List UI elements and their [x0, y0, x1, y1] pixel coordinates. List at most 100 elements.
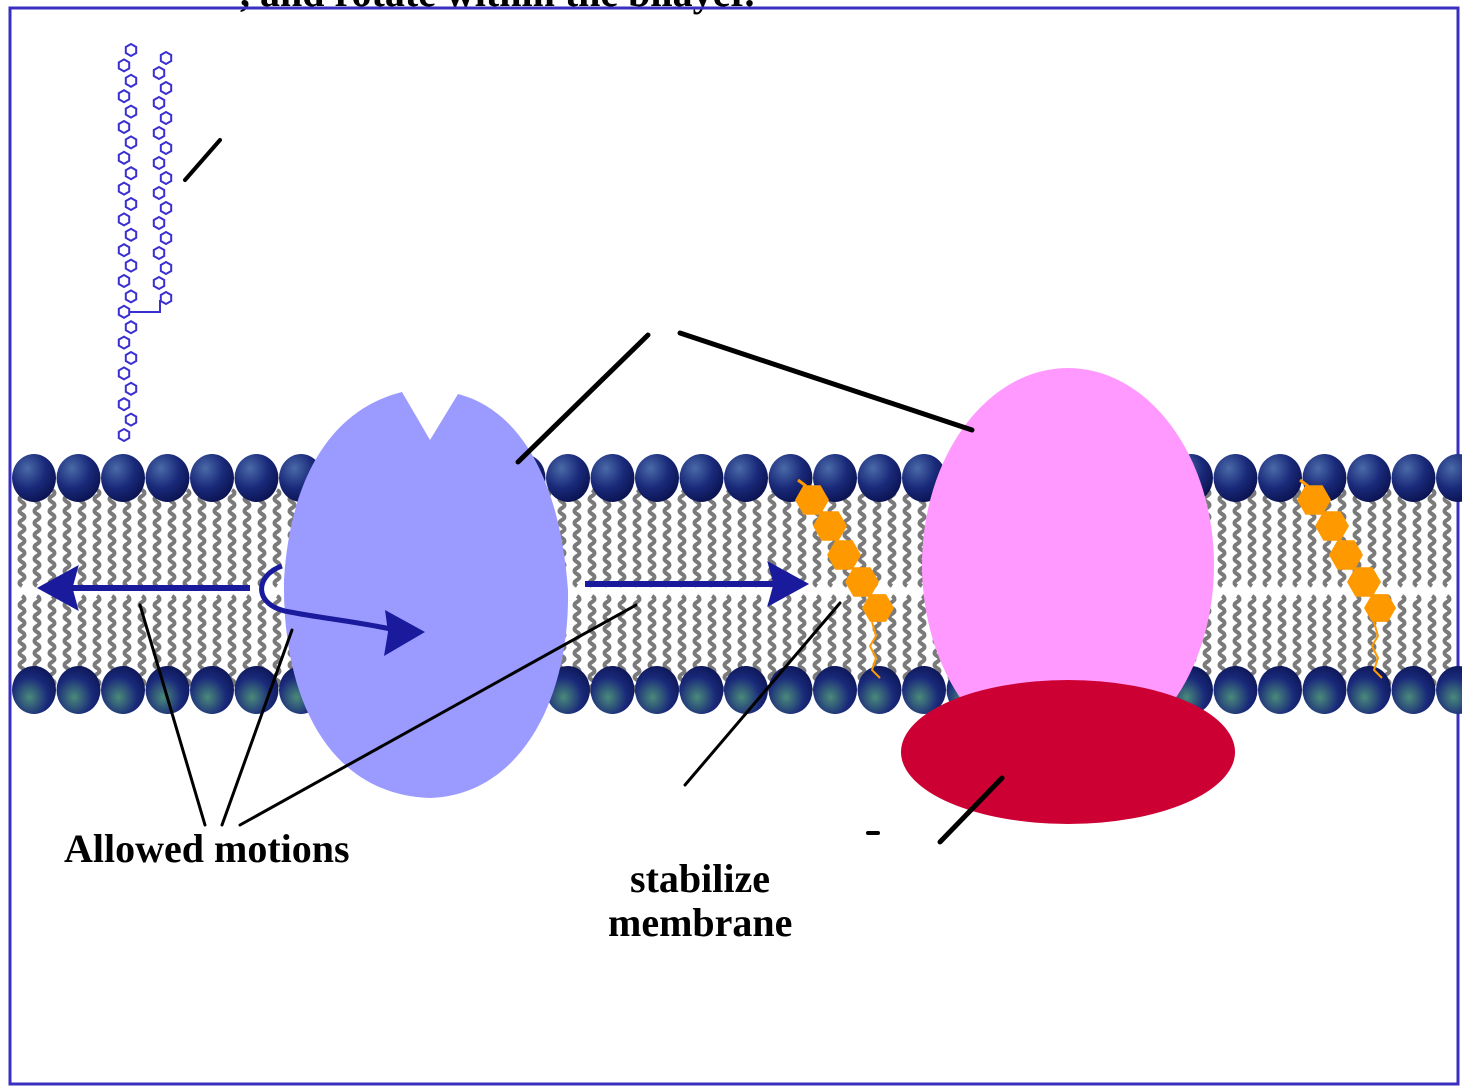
- lipid-tail: [155, 490, 160, 586]
- phospholipid-head: [680, 666, 724, 714]
- sugar-ring: [119, 121, 129, 133]
- phospholipid-head: [591, 666, 635, 714]
- sugar-ring: [119, 367, 129, 379]
- lipid-tail: [635, 490, 640, 586]
- phospholipid-head: [190, 666, 234, 714]
- lipid-tail: [35, 490, 40, 586]
- sugar-ring: [154, 127, 164, 139]
- lipid-tail: [1445, 490, 1450, 586]
- phospholipid-head: [591, 454, 635, 502]
- sugar-ring: [119, 337, 129, 349]
- phospholipid-head: [680, 454, 724, 502]
- sugar-ring: [119, 398, 129, 410]
- phospholipid-head: [146, 666, 190, 714]
- sugar-ring: [161, 202, 171, 214]
- phospholipid-head: [1303, 666, 1347, 714]
- phospholipid-head: [813, 666, 857, 714]
- phospholipid-head: [1214, 666, 1258, 714]
- stabilize-label-line2: membrane: [608, 900, 792, 945]
- phospholipid-head: [546, 454, 590, 502]
- phospholipid-head: [12, 454, 56, 502]
- lipid-tail: [1415, 490, 1420, 586]
- sugar-ring: [119, 244, 129, 256]
- lipid-tail: [590, 490, 595, 586]
- lipid-tail: [620, 490, 625, 586]
- phospholipid-head: [858, 666, 902, 714]
- lipid-tail: [905, 490, 910, 586]
- sterol-ring: [1347, 567, 1381, 596]
- lipid-tail: [170, 490, 175, 586]
- lipid-tail: [725, 490, 730, 586]
- phospholipid-head: [858, 454, 902, 502]
- sugar-ring: [154, 187, 164, 199]
- lipid-tail: [80, 490, 85, 586]
- lipid-tail: [185, 490, 190, 586]
- phospholipid-head: [1258, 454, 1302, 502]
- lipid-tail: [605, 490, 610, 586]
- lipid-tail: [245, 490, 250, 586]
- lipid-tail: [680, 490, 685, 586]
- phospholipid-head: [1258, 666, 1302, 714]
- phospholipid-head: [635, 454, 679, 502]
- sugar-ring: [126, 229, 136, 241]
- lipid-tail: [695, 490, 700, 586]
- carbohydrate-chain-icon: [119, 44, 171, 441]
- lipid-tail: [95, 490, 100, 586]
- phospholipid-head: [724, 454, 768, 502]
- lipid-tail: [50, 490, 55, 586]
- phospholipid-head: [1436, 454, 1462, 502]
- sugar-ring: [126, 414, 136, 426]
- lipid-tail: [845, 490, 850, 586]
- phospholipid-heads-inner: [12, 666, 1462, 714]
- lipid-tail: [140, 490, 145, 586]
- lipid-tail: [890, 490, 895, 586]
- sugar-ring: [119, 429, 129, 441]
- lipid-tail: [875, 490, 880, 586]
- sugar-ring: [154, 277, 164, 289]
- phospholipid-head: [12, 666, 56, 714]
- lipid-tail: [1220, 490, 1225, 586]
- sugar-ring: [119, 213, 129, 225]
- lipid-tail: [650, 490, 655, 586]
- phospholipid-head: [1436, 666, 1462, 714]
- phospholipid-head: [1347, 454, 1391, 502]
- phospholipid-heads-outer: [12, 454, 1462, 502]
- peripheral-protein: [901, 680, 1235, 824]
- sugar-ring: [161, 262, 171, 274]
- sugar-ring: [161, 52, 171, 64]
- lipid-tail: [1265, 490, 1270, 586]
- glycan-link: [130, 300, 160, 312]
- lipid-tail: [1400, 490, 1405, 586]
- sugar-ring: [126, 198, 136, 210]
- sugar-ring: [154, 157, 164, 169]
- sugar-ring: [161, 142, 171, 154]
- phospholipid-head: [146, 454, 190, 502]
- phospholipid-head: [1214, 454, 1258, 502]
- sugar-ring: [119, 90, 129, 102]
- lipid-tail: [260, 490, 265, 586]
- lipid-tail: [1385, 490, 1390, 586]
- sugar-ring: [126, 106, 136, 118]
- phospholipid-head: [1347, 666, 1391, 714]
- phospholipid-head: [1392, 666, 1436, 714]
- phospholipid-head: [724, 666, 768, 714]
- sugar-ring: [161, 232, 171, 244]
- sugar-ring: [126, 136, 136, 148]
- lipid-tail: [1235, 490, 1240, 586]
- sugar-ring: [154, 97, 164, 109]
- phospholipid-head: [235, 454, 279, 502]
- lipid-tail: [215, 490, 220, 586]
- sugar-ring: [161, 112, 171, 124]
- lipid-tail: [1280, 490, 1285, 586]
- lipid-tail: [575, 490, 580, 586]
- lipid-tail: [1295, 490, 1300, 586]
- lipid-tail: [200, 490, 205, 586]
- sugar-ring: [126, 290, 136, 302]
- sugar-ring: [161, 82, 171, 94]
- lipid-tail: [125, 490, 130, 586]
- phospholipid-head: [769, 666, 813, 714]
- lipid-tail: [665, 490, 670, 586]
- sugar-ring: [119, 306, 129, 318]
- sugar-ring: [126, 75, 136, 87]
- sugar-ring: [126, 383, 136, 395]
